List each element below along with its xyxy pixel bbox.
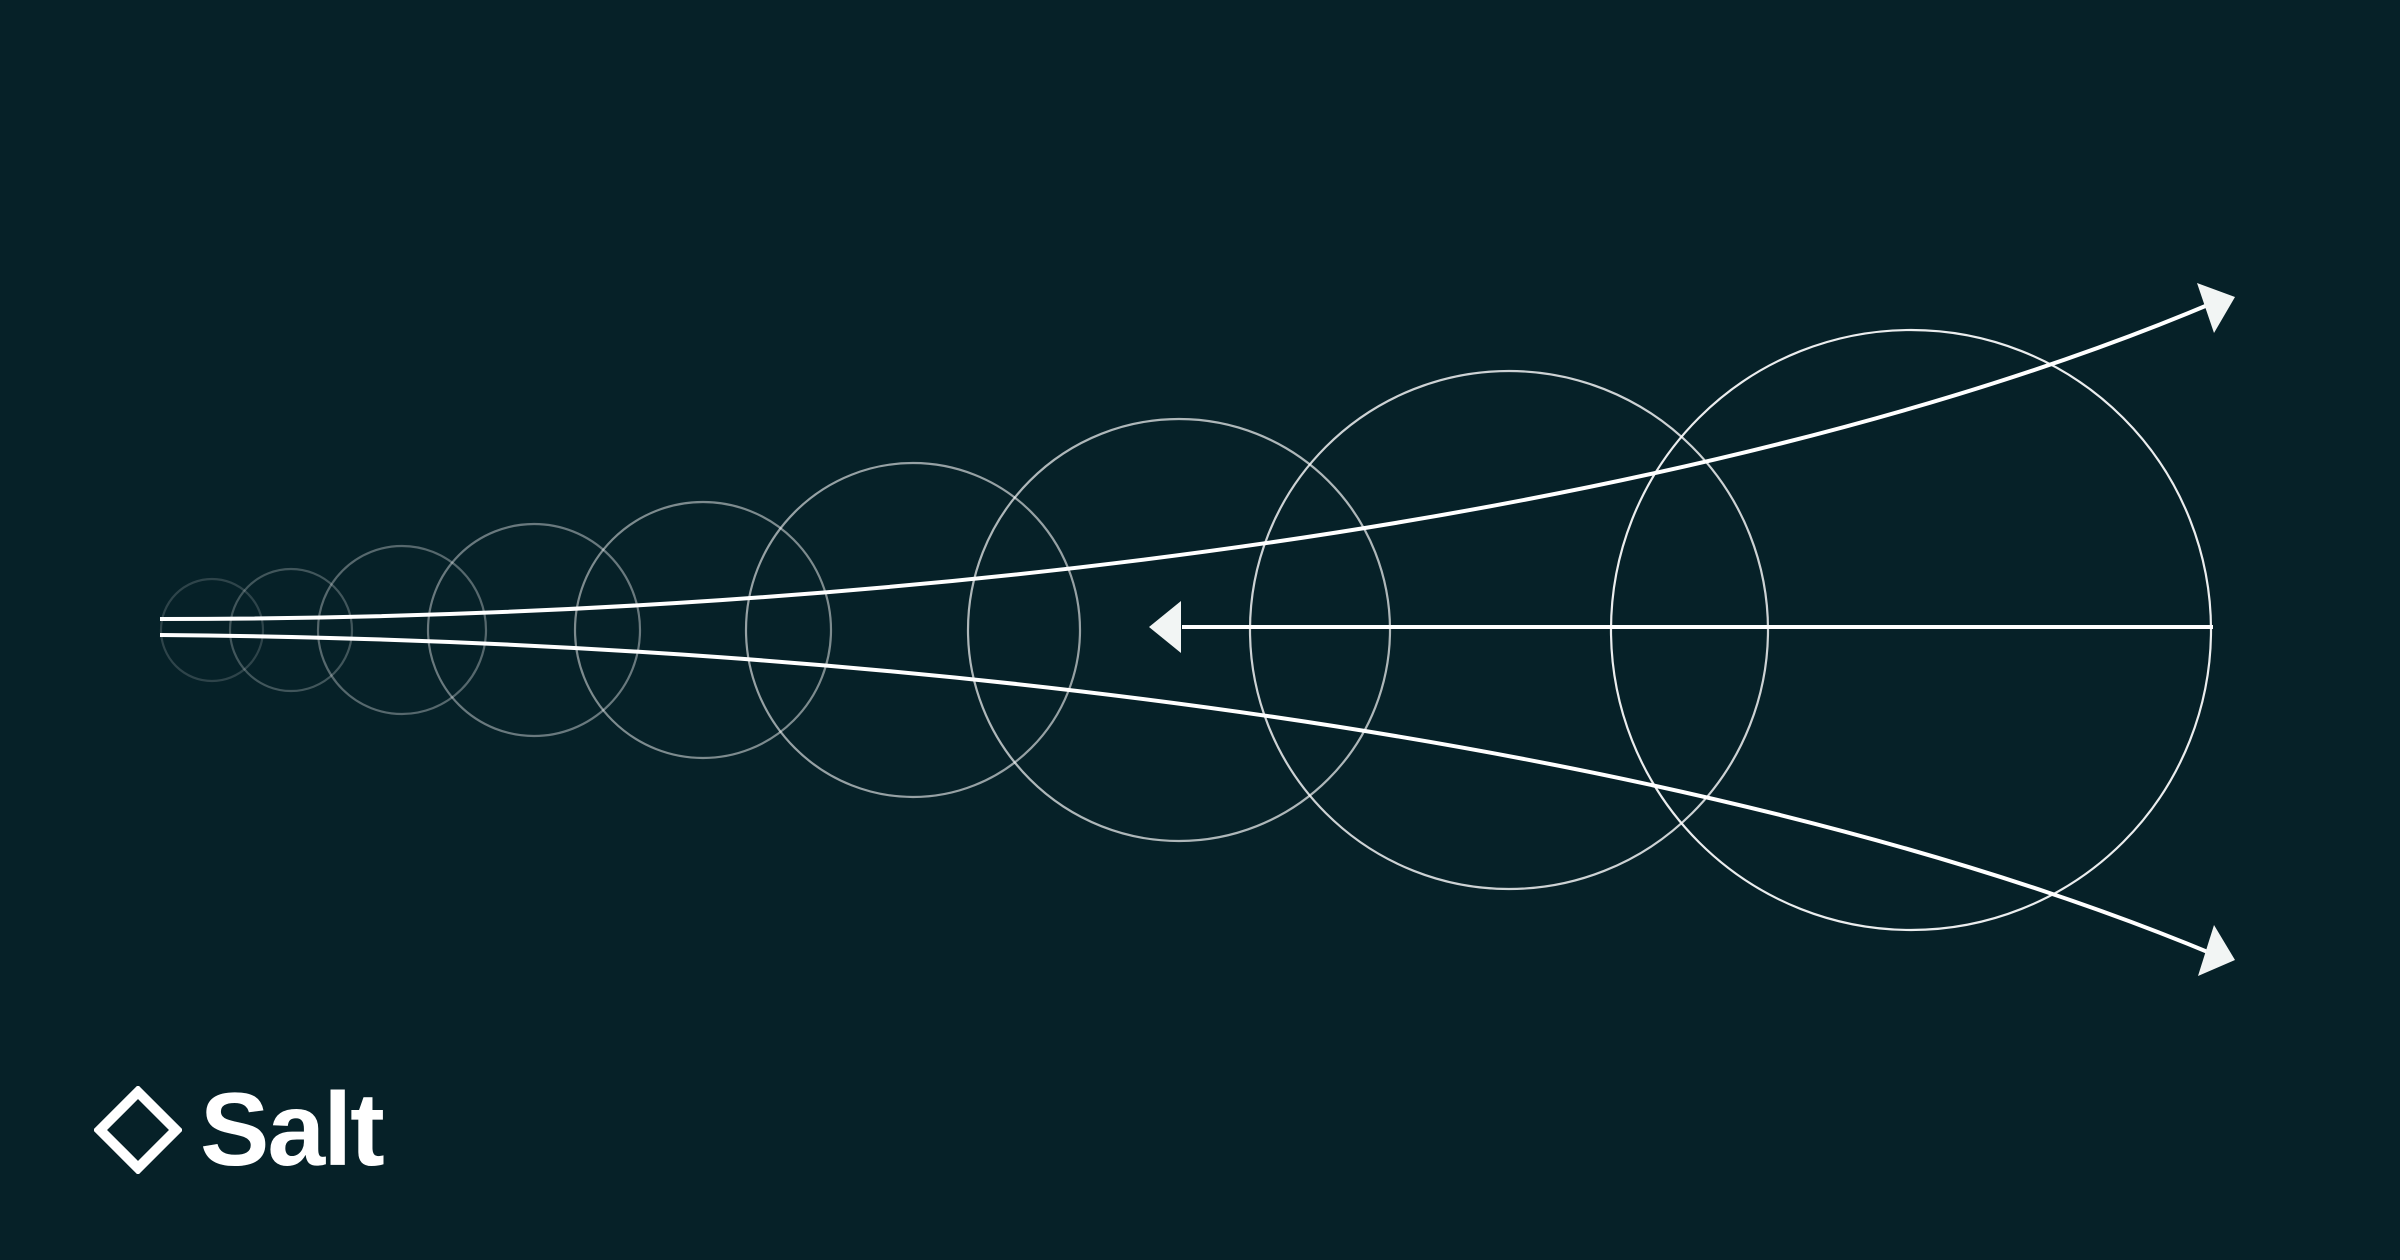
circle-2 [228,567,354,693]
circle-5 [573,500,833,760]
upper-curve [159,300,2216,621]
circle-9 [1609,328,2213,932]
brand-name: Salt [200,1072,385,1188]
circle-6 [744,461,1082,799]
diamond-logo-icon [94,1086,182,1174]
circles-group [159,328,2213,932]
brand-logo: Salt [94,1072,385,1188]
arrow-right-icon [2198,925,2235,976]
lower-curve [159,633,2216,957]
circle-3 [316,544,488,716]
circle-7 [966,417,1392,843]
circle-8 [1248,369,1770,891]
circle-1 [159,577,265,683]
arrow-left-icon [1149,601,1181,653]
circle-4 [426,522,642,738]
arrow-right-icon [2197,283,2235,333]
